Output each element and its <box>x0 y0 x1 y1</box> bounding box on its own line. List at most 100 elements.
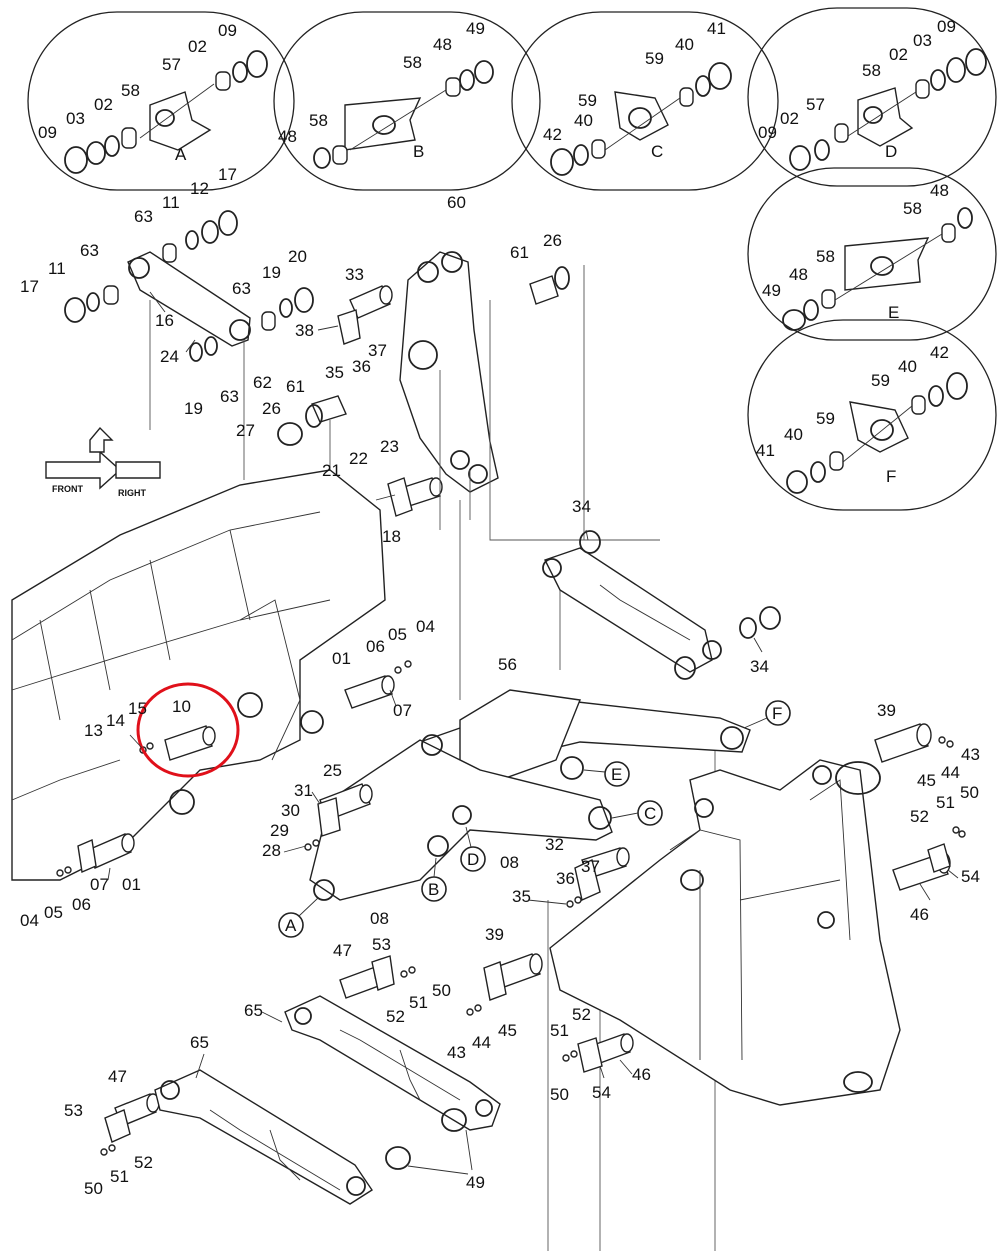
part-label: 05 <box>44 903 63 922</box>
detail-f-label-40: 40 <box>784 425 803 444</box>
detail-d-label-58: 58 <box>862 61 881 80</box>
part-label: 25 <box>323 761 342 780</box>
callout-b-letter: B <box>428 880 439 899</box>
part-label: 39 <box>877 701 896 720</box>
detail-f-label-59: 59 <box>816 409 835 428</box>
detail-f-label-42: 42 <box>930 343 949 362</box>
part-label: 43 <box>961 745 980 764</box>
part-label: 36 <box>352 357 371 376</box>
detail-view-a: 09 03 02 58 57 02 09 A <box>27 11 295 191</box>
detail-b-label-58: 58 <box>309 111 328 130</box>
callout-b: B <box>421 857 447 902</box>
detail-e-label-48-b: 48 <box>930 181 949 200</box>
part-label: 38 <box>295 321 314 340</box>
lift-cylinders <box>154 995 501 1205</box>
part-label: 19 <box>184 399 203 418</box>
detail-view-e: 49 48 58 58 48 E <box>747 167 997 341</box>
detail-b-label-48: 48 <box>278 127 297 146</box>
part-label: 52 <box>134 1153 153 1172</box>
detail-c-label-42: 42 <box>543 125 562 144</box>
part-label: 18 <box>382 527 401 546</box>
part-label: 13 <box>84 721 103 740</box>
detail-b-label-58-b: 58 <box>403 53 422 72</box>
part-label: 06 <box>366 637 385 656</box>
part-label: 46 <box>910 905 929 924</box>
detail-b-letter: B <box>413 142 424 161</box>
detail-f-label-40-b: 40 <box>898 357 917 376</box>
part-label: 06 <box>72 895 91 914</box>
part-label: 19 <box>262 263 281 282</box>
callout-e: E <box>583 761 630 787</box>
detail-d-label-02: 02 <box>780 109 799 128</box>
part-label: 53 <box>64 1101 83 1120</box>
part-label: 54 <box>592 1083 611 1102</box>
part-label: 37 <box>368 341 387 360</box>
part-label: 52 <box>910 807 929 826</box>
detail-a-label-58: 58 <box>121 81 140 100</box>
part-label: 63 <box>134 207 153 226</box>
part-label: 11 <box>162 193 180 212</box>
part-label: 50 <box>84 1179 103 1198</box>
highlight-circle <box>136 682 240 778</box>
detail-c-label-59: 59 <box>578 91 597 110</box>
part-label: 51 <box>110 1167 129 1186</box>
part-label: 23 <box>380 437 399 456</box>
tilt-cylinder <box>542 530 781 680</box>
part-label: 50 <box>550 1085 569 1104</box>
part-label: 52 <box>386 1007 405 1026</box>
boom-arms <box>309 689 751 901</box>
leader-lines <box>107 529 959 1079</box>
part-label: 21 <box>322 461 341 480</box>
part-label: 26 <box>543 231 562 250</box>
part-label: 08 <box>500 853 519 872</box>
part-label: 36 <box>556 869 575 888</box>
callout-a: A <box>278 897 319 938</box>
part-label: 51 <box>550 1021 569 1040</box>
part-label: 44 <box>941 763 960 782</box>
part-label: 49 <box>466 1173 485 1192</box>
detail-a-label-03: 03 <box>66 109 85 128</box>
detail-e-letter: E <box>888 303 899 322</box>
part-label: 27 <box>236 421 255 440</box>
part-label: 51 <box>936 793 955 812</box>
callout-d-letter: D <box>467 850 479 869</box>
part-label: 15 <box>128 699 147 718</box>
part-label: 54 <box>961 867 980 886</box>
part-label: 05 <box>388 625 407 644</box>
detail-d-label-57: 57 <box>806 95 825 114</box>
part-label: 65 <box>190 1033 209 1052</box>
part-label: 63 <box>80 241 99 260</box>
part-label: 51 <box>409 993 428 1012</box>
part-label: 39 <box>485 925 504 944</box>
part-label: 35 <box>512 887 531 906</box>
part-label: 34 <box>750 657 769 676</box>
callout-c-letter: C <box>644 804 656 823</box>
detail-d-label-03: 03 <box>913 31 932 50</box>
part-label: 30 <box>281 801 300 820</box>
part-label: 20 <box>288 247 307 266</box>
part-label: 63 <box>220 387 239 406</box>
part-label: 56 <box>498 655 517 674</box>
detail-c-label-59-b: 59 <box>645 49 664 68</box>
detail-d-letter: D <box>885 142 897 161</box>
part-label: 04 <box>20 911 39 930</box>
detail-a-label-09-b: 09 <box>218 21 237 40</box>
part-label: 45 <box>917 771 936 790</box>
detail-c-label-40-b: 40 <box>675 35 694 54</box>
part-label: 29 <box>270 821 289 840</box>
part-label: 22 <box>349 449 368 468</box>
callout-a-letter: A <box>285 916 297 935</box>
part-label: 26 <box>262 399 281 418</box>
detail-f-label-59-b: 59 <box>871 371 890 390</box>
part-label: 01 <box>332 649 351 668</box>
callout-c: C <box>611 800 663 826</box>
part-label: 10 <box>172 697 191 716</box>
detail-view-d: 09 02 57 58 02 03 09 D <box>747 7 997 187</box>
part-label: 11 <box>48 259 66 278</box>
part-label: 31 <box>294 781 313 800</box>
detail-e-label-58: 58 <box>816 247 835 266</box>
part-label: 07 <box>90 875 109 894</box>
part-label: 50 <box>432 981 451 1000</box>
bucket <box>11 469 386 881</box>
